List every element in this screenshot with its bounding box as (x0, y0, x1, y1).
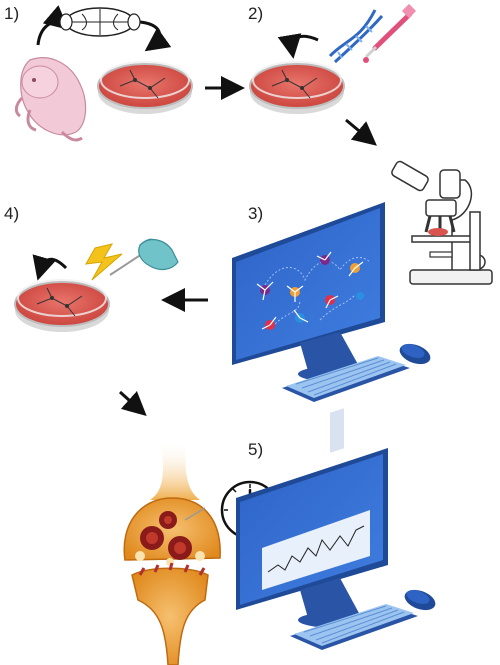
curved-arrow-icon (139, 20, 172, 52)
monitor-icon (232, 202, 385, 382)
newborn-pup-icon (14, 57, 87, 142)
flow-arrow-icon (345, 118, 377, 146)
step-4-label: 4) (4, 204, 20, 223)
lightning-icon (85, 243, 123, 281)
petri-dish-icon (14, 279, 110, 332)
mouse-icon (404, 589, 436, 611)
electrode-hand-icon (109, 238, 179, 276)
synapse-icon (123, 440, 221, 665)
step-1-label: 1) (4, 4, 20, 23)
curved-arrow-icon (36, 5, 69, 46)
curved-arrow-icon (277, 33, 319, 59)
keyboard-icon (290, 604, 418, 650)
mouse-icon (399, 343, 431, 365)
step-5-label: 5) (248, 440, 264, 459)
monitor-icon (236, 408, 388, 628)
step-3-label: 3) (248, 204, 264, 223)
petri-dish-icon (97, 61, 193, 114)
petri-dish-icon (249, 61, 345, 114)
curved-arrow-icon (32, 254, 68, 281)
pipette-icon (363, 3, 417, 63)
dna-icon (328, 9, 384, 64)
neuron-network (256, 251, 371, 331)
flow-arrow-icon (118, 390, 147, 417)
keyboard-icon (282, 356, 410, 402)
microscope-icon (391, 160, 493, 285)
step-2-label: 2) (248, 4, 264, 23)
brain-icon (59, 7, 141, 37)
